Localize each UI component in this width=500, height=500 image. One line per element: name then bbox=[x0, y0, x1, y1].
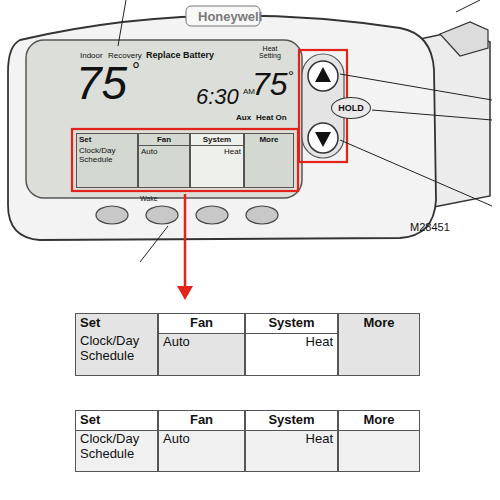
button-label-cell: More bbox=[244, 133, 294, 188]
leader-line bbox=[140, 226, 168, 262]
up-arrow bbox=[315, 67, 331, 82]
indoor-temperature: 75 bbox=[76, 60, 127, 106]
door-latch bbox=[440, 22, 488, 56]
leader-line bbox=[340, 74, 492, 100]
clock-time: 6:30 bbox=[196, 86, 239, 108]
soft-key bbox=[96, 206, 128, 224]
menu-value: Heat bbox=[246, 431, 337, 448]
menu-heading: Fan bbox=[139, 134, 189, 146]
menu-heading: Fan bbox=[159, 314, 244, 334]
menu-heading: Set bbox=[77, 134, 137, 145]
leader-line bbox=[340, 140, 492, 206]
menu-heading: More bbox=[339, 314, 419, 333]
soft-key bbox=[196, 206, 228, 224]
menu-heading: Set bbox=[76, 411, 157, 431]
menu-heading: Fan bbox=[159, 411, 244, 431]
button-label-cell: SetClock/Day Schedule bbox=[75, 410, 158, 472]
button-label-cell: SystemHeat bbox=[190, 133, 244, 188]
setting-indicator: Heat Setting bbox=[255, 45, 285, 59]
zoom-arrowhead bbox=[177, 286, 193, 300]
button-label-cell: SetClock/Day Schedule bbox=[76, 133, 138, 188]
menu-value: Auto bbox=[139, 146, 189, 157]
up-button bbox=[308, 61, 338, 91]
degree-sign: ° bbox=[288, 68, 294, 83]
brand-logo: Honeywell bbox=[198, 10, 262, 23]
button-label-cell: FanAuto bbox=[158, 313, 245, 376]
zoom-arrow bbox=[184, 194, 187, 290]
menu-value: Auto bbox=[159, 334, 244, 351]
heat-indicator: Heat On bbox=[256, 114, 287, 122]
aux-indicator: Aux bbox=[236, 114, 251, 122]
menu-value: Heat bbox=[191, 146, 243, 157]
hold-button: HOLD bbox=[331, 97, 371, 119]
button-label-cell: SystemHeat bbox=[245, 410, 338, 472]
button-label-cell: More bbox=[338, 410, 420, 472]
menu-value: Clock/Day Schedule bbox=[76, 431, 157, 463]
menu-heading: System bbox=[191, 134, 243, 146]
display-indicator: Indoor bbox=[80, 52, 103, 60]
leader-line bbox=[456, 0, 480, 12]
set-temperature: 75 bbox=[252, 68, 288, 100]
soft-key bbox=[246, 206, 278, 224]
menu-value: Clock/Day Schedule bbox=[76, 333, 157, 365]
button-text: HOLD bbox=[338, 104, 364, 113]
thermostat-body bbox=[8, 16, 436, 241]
button-label-cell: SystemHeat bbox=[245, 313, 338, 376]
menu-heading: System bbox=[246, 314, 337, 334]
button-label-cell: FanAuto bbox=[158, 410, 245, 472]
menu-heading: System bbox=[246, 411, 337, 431]
button-label-cell: SetClock/Day Schedule bbox=[75, 313, 158, 376]
figure-number: M28451 bbox=[410, 222, 450, 233]
battery-warning: Replace Battery bbox=[146, 51, 214, 60]
button-label-cell: FanAuto bbox=[138, 133, 190, 188]
menu-heading: More bbox=[245, 134, 293, 145]
highlight-box bbox=[72, 129, 298, 191]
button-label-cell: More bbox=[338, 313, 420, 376]
degree-sign: ° bbox=[132, 60, 140, 80]
menu-value: Auto bbox=[159, 431, 244, 448]
period-indicator: Wake bbox=[140, 195, 158, 202]
menu-value: Clock/Day Schedule bbox=[77, 145, 137, 165]
leader-line bbox=[118, 0, 126, 46]
down-button bbox=[308, 123, 338, 153]
soft-key bbox=[146, 206, 178, 224]
lcd-screen bbox=[26, 40, 302, 198]
menu-heading: Set bbox=[76, 314, 157, 333]
down-arrow bbox=[315, 132, 331, 147]
menu-heading: More bbox=[339, 411, 419, 431]
display-indicator: Recovery bbox=[108, 52, 142, 60]
menu-value: Heat bbox=[246, 334, 337, 351]
leader-line bbox=[372, 110, 492, 120]
